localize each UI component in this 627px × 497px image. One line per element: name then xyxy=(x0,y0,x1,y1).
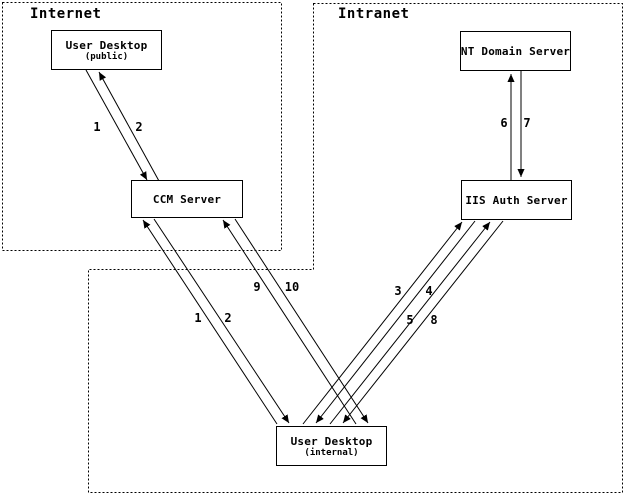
node-user-desktop-public: User Desktop (public) xyxy=(51,30,162,70)
internet-boundary xyxy=(2,2,282,251)
arrow-label-9: 9 xyxy=(253,280,261,294)
node-title: User Desktop xyxy=(65,38,148,52)
intranet-boundary xyxy=(88,3,623,493)
arrow-label-2-internal: 2 xyxy=(224,311,232,325)
node-subtitle: (public) xyxy=(84,51,129,62)
arrow-2-ccm-to-internal xyxy=(153,218,290,424)
node-title: User Desktop xyxy=(290,434,373,448)
node-title: NT Domain Server xyxy=(460,44,571,58)
node-title: CCM Server xyxy=(152,192,222,206)
arrow-4-iis-to-internal xyxy=(315,220,476,424)
arrow-label-3: 3 xyxy=(394,284,402,298)
node-nt-domain-server: NT Domain Server xyxy=(460,31,571,71)
arrow-label-2-public: 2 xyxy=(135,120,143,134)
arrow-3-internal-to-iis xyxy=(302,221,463,425)
arrow-9-internal-to-ccm xyxy=(222,219,357,425)
arrow-label-6: 6 xyxy=(500,116,508,130)
node-iis-auth-server: IIS Auth Server xyxy=(461,180,572,220)
arrow-label-4: 4 xyxy=(425,284,433,298)
arrow-1-public-to-ccm xyxy=(85,69,148,181)
arrow-label-1-public: 1 xyxy=(93,120,101,134)
node-subtitle: (internal) xyxy=(304,447,359,458)
intranet-region-label: Intranet xyxy=(338,6,410,22)
arrow-8-iis-to-internal xyxy=(342,220,504,424)
arrow-1-internal-to-ccm xyxy=(142,219,278,425)
arrow-label-7: 7 xyxy=(523,116,531,130)
internet-region-label: Internet xyxy=(30,6,102,22)
arrow-5-internal-to-iis xyxy=(329,221,491,425)
node-ccm-server: CCM Server xyxy=(131,180,243,218)
arrow-label-8: 8 xyxy=(430,313,438,327)
arrow-label-1-internal: 1 xyxy=(194,311,202,325)
node-user-desktop-internal: User Desktop (internal) xyxy=(276,426,387,466)
arrow-10-ccm-to-internal xyxy=(234,218,369,424)
node-title: IIS Auth Server xyxy=(465,193,568,207)
arrow-label-10: 10 xyxy=(284,280,300,294)
arrow-2-ccm-to-public xyxy=(98,71,160,182)
arrow-label-5: 5 xyxy=(406,313,414,327)
